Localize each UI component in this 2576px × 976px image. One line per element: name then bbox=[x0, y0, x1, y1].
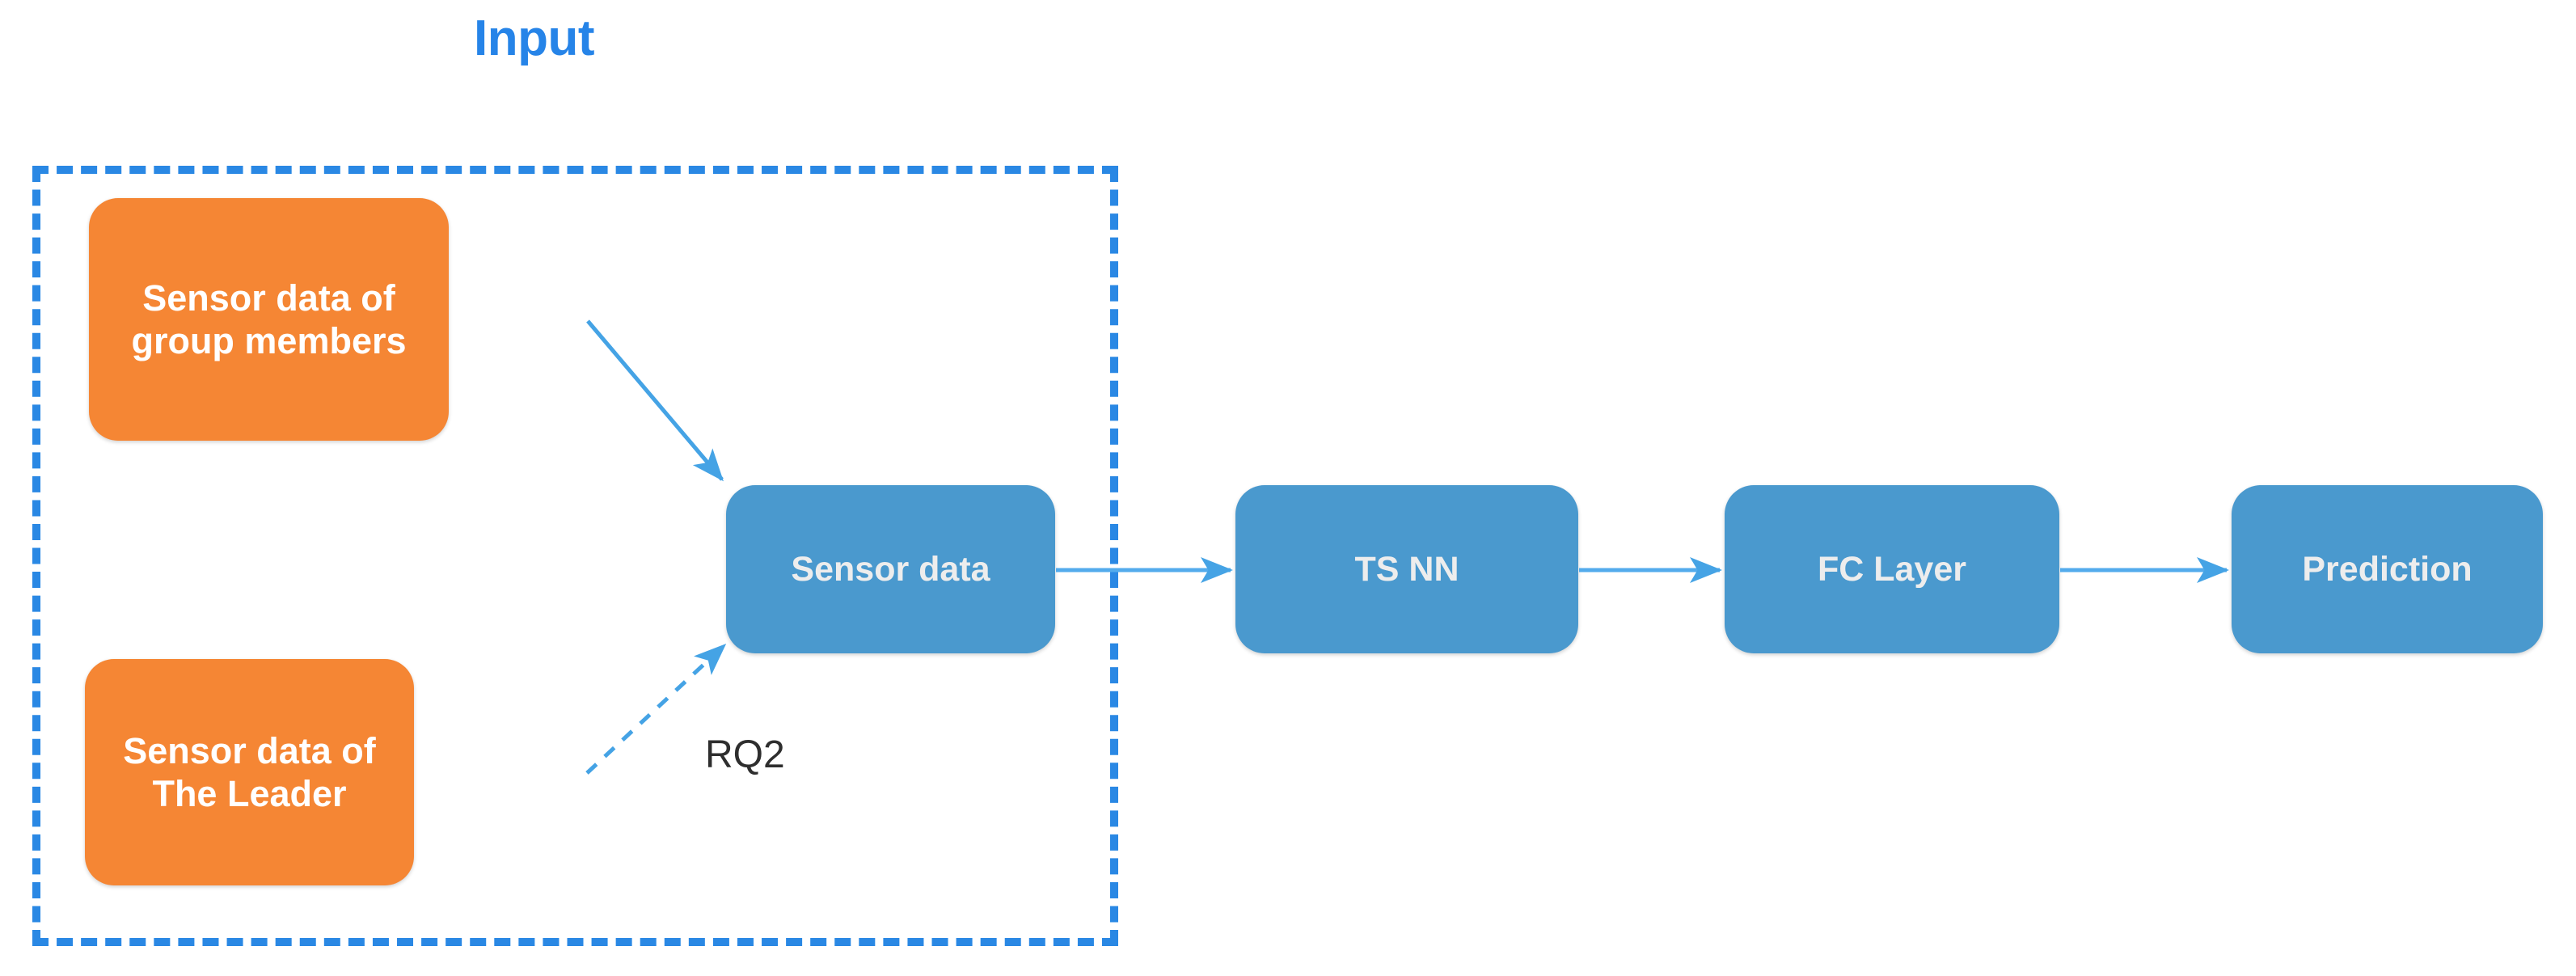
node-sensor-data-leader[interactable]: Sensor data of The Leader bbox=[85, 659, 414, 885]
page-title: Input bbox=[474, 11, 595, 66]
input-group-frame bbox=[32, 166, 1118, 946]
node-prediction[interactable]: Prediction bbox=[2232, 485, 2543, 653]
node-fc-layer[interactable]: FC Layer bbox=[1725, 485, 2059, 653]
node-sensor-data[interactable]: Sensor data bbox=[726, 485, 1055, 653]
node-sensor-data-group-members[interactable]: Sensor data of group members bbox=[89, 198, 449, 441]
edge-label-rq2: RQ2 bbox=[705, 733, 785, 776]
node-ts-nn[interactable]: TS NN bbox=[1235, 485, 1578, 653]
